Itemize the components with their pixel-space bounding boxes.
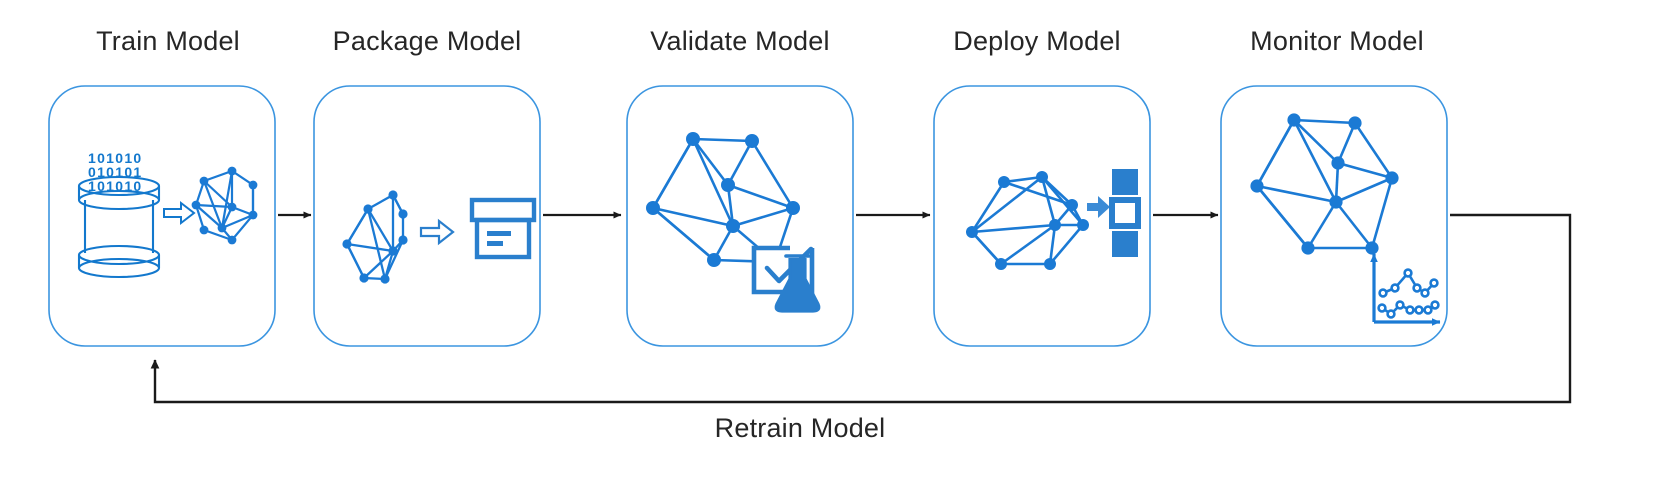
binary-row-2: 010101 (88, 164, 143, 180)
stage-card-deploy[interactable] (933, 85, 1151, 347)
binary-row-3: 101010 (88, 178, 143, 194)
solid-arrow-icon (1087, 196, 1110, 218)
binary-digits: 101010 010101 101010 (88, 150, 143, 194)
chart-series-metric-lower (1377, 300, 1440, 319)
server-square-middle (1109, 197, 1141, 229)
card-outline-deploy (933, 85, 1151, 347)
network-graph-icon (1250, 113, 1399, 255)
hollow-arrow-icon (419, 218, 455, 246)
server-squares-icon (1109, 169, 1141, 257)
retrain-label: Retrain Model (715, 413, 886, 443)
stage-card-package[interactable] (313, 85, 541, 347)
stage-title-package: Package Model (333, 26, 522, 56)
flask-icon (774, 254, 821, 313)
network-graph-icon (191, 166, 258, 245)
stage-title-train: Train Model (96, 26, 240, 56)
stage-card-train[interactable]: 101010 010101 101010 (48, 85, 276, 347)
server-square-top (1112, 169, 1138, 195)
card-outline-train (48, 85, 276, 347)
stage-title-validate: Validate Model (650, 26, 829, 56)
database-cylinder-icon (77, 175, 161, 279)
network-graph-icon (646, 132, 800, 269)
card-outline-package (313, 85, 541, 347)
hollow-arrow-icon (163, 200, 196, 226)
retrain-connector (150, 213, 1572, 404)
retrain-feedback-loop (150, 213, 1572, 404)
stage-card-validate[interactable] (626, 85, 854, 347)
package-box-icon (469, 197, 537, 260)
network-graph-icon (966, 171, 1089, 270)
line-chart-icon (1370, 253, 1441, 326)
binary-row-1: 101010 (88, 150, 143, 166)
stage-card-monitor[interactable] (1220, 85, 1448, 347)
stage-title-monitor: Monitor Model (1250, 26, 1424, 56)
network-graph-icon (342, 190, 408, 284)
chart-series-metric-upper (1378, 268, 1439, 298)
server-square-bottom (1112, 231, 1138, 257)
stage-title-deploy: Deploy Model (953, 26, 1121, 56)
